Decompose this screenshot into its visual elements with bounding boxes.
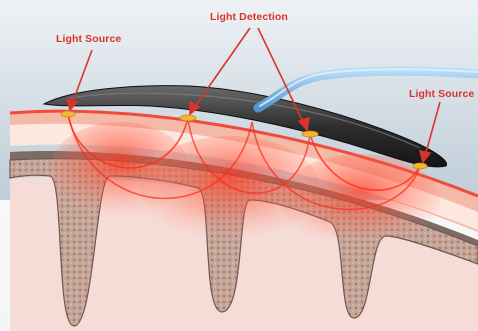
label-light-source-right: Light Source — [409, 88, 474, 100]
light-source-optode-right — [413, 163, 427, 169]
light-detector-optode-2 — [302, 131, 318, 137]
label-light-source-left: Light Source — [56, 33, 121, 45]
light-detector-optode-1 — [180, 115, 196, 121]
light-source-optode-left — [61, 111, 75, 117]
label-light-detection: Light Detection — [210, 11, 288, 23]
